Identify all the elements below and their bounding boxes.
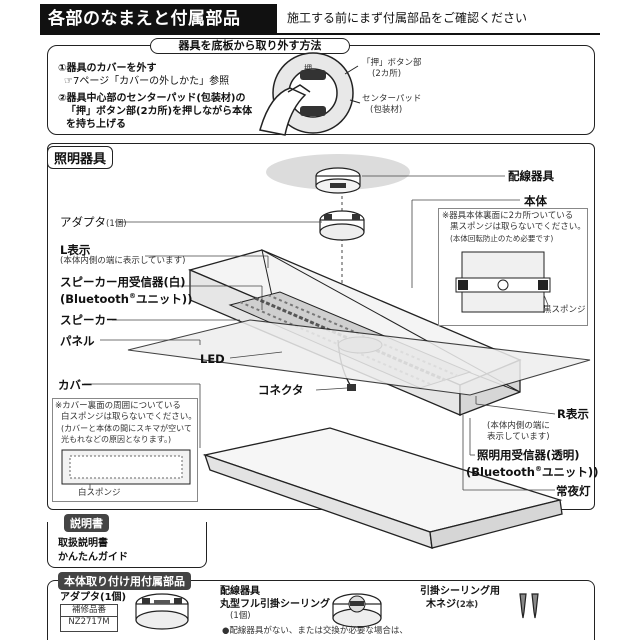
label-panel: パネル	[60, 334, 95, 348]
removal-method-box	[47, 45, 595, 135]
label-adapter: アダプタ(1個)	[60, 215, 127, 229]
removal-step-1-ref: ☞7ページ「カバーの外しかた」参照	[64, 76, 230, 87]
center-pad-label-1: センターパッド	[362, 94, 422, 104]
accessory-screws-label-2: 木ネジ(2本)	[426, 599, 479, 610]
label-body: 本体	[524, 194, 547, 208]
cover-note-line2: 白スポンジは取らないでください。	[61, 412, 197, 422]
part-number-box: 補修品番 NZ2717M	[60, 604, 118, 632]
page-subtitle: 施工する前にまず付属部品をご確認ください	[287, 11, 528, 25]
label-speaker-receiver-1: スピーカー用受信器(白)	[60, 275, 186, 289]
cover-note-inset	[52, 398, 198, 502]
accessory-adapter-label: アダプタ(1個)	[60, 592, 127, 603]
label-light-receiver-1: 照明用受信器(透明)	[477, 448, 580, 462]
part-number-label: 補修品番	[71, 605, 106, 615]
accessories-box	[47, 580, 595, 640]
label-speaker-receiver-2: (Bluetooth®ユニット))	[60, 291, 193, 306]
fixture-section-title: 照明器具	[47, 146, 114, 169]
push-button-label-1: 「押」ボタン部	[362, 58, 422, 68]
push-button-label-2: (2カ所)	[372, 69, 402, 79]
manual-item-1: 取扱説明書	[58, 538, 108, 549]
label-wiring-device: 配線器具	[508, 169, 554, 183]
label-r-mark-note-2: 表示しています)	[487, 432, 550, 442]
accessory-wiring-label-1: 配線器具	[220, 586, 260, 597]
removal-step-2-line1: ②器具中心部のセンターパッド(包装材)の	[58, 93, 246, 104]
accessory-wiring-qty: (1個)	[230, 611, 251, 621]
accessory-wiring-label-2: 丸型フル引掛シーリング	[220, 599, 330, 610]
body-note-inset	[438, 208, 588, 326]
push-button-glyph: 押	[304, 64, 312, 73]
body-note-line2: 黒スポンジは取らないでください。	[450, 222, 586, 232]
label-connector: コネクタ	[258, 383, 304, 397]
removal-step-2-line2: 「押」ボタン部(2カ所)を押しながら本体	[66, 106, 253, 117]
label-r-mark-note-1: (本体内側の端に	[487, 421, 550, 431]
removal-step-1: ①器具のカバーを外す	[58, 63, 157, 74]
removal-method-title: 器具を底板から取り外す方法	[150, 38, 350, 54]
black-sponge-label: 黒スポンジ	[543, 305, 586, 315]
label-speaker: スピーカー	[60, 313, 118, 327]
body-note-line3: (本体回転防止のため必要です)	[450, 234, 554, 243]
label-cover: カバー	[58, 378, 93, 392]
removal-step-2-line3: を持ち上げる	[66, 119, 126, 130]
cover-note-line4: 光もれなどの原因となります。)	[61, 435, 172, 444]
manual-box	[47, 522, 207, 568]
header-divider	[40, 33, 600, 35]
pointing-hand-icon: ☞	[64, 76, 73, 87]
manual-item-2: かんたんガイド	[58, 552, 128, 563]
cover-note-line3: (カバーと本体の間にスキマが空いて	[61, 424, 192, 433]
part-number-value: NZ2717M	[61, 616, 117, 628]
body-note-line1: ※器具本体裏面に2カ所ついている	[442, 211, 574, 221]
label-l-mark: L表示	[60, 243, 91, 257]
label-led: LED	[200, 352, 225, 366]
label-light-receiver-2: (Bluetooth®ユニット))	[466, 464, 599, 479]
label-night-light: 常夜灯	[556, 484, 591, 498]
label-r-mark: R表示	[557, 407, 589, 421]
page-title: 各部のなまえと付属部品	[40, 4, 277, 34]
accessories-title: 本体取り付け用付属部品	[58, 572, 191, 590]
center-pad-label-2: (包装材)	[370, 105, 403, 115]
white-sponge-label: 白スポンジ	[78, 488, 121, 498]
label-l-mark-note: (本体内側の端に表示しています)	[60, 256, 186, 266]
cover-note-line1: ※カバー裏面の周囲についている	[55, 401, 181, 411]
accessories-footnote: ●配線器具がない、または交換が必要な場合は、	[222, 626, 408, 636]
manual-title: 説明書	[64, 514, 109, 532]
accessory-screws-label-1: 引掛シーリング用	[420, 586, 500, 597]
